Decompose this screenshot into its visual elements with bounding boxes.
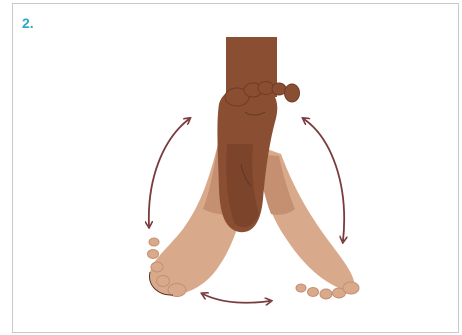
- exercise-card: 2.: [12, 3, 459, 333]
- rotation-arrow-bottom-icon: [203, 294, 270, 303]
- right-light-foot: [253, 144, 359, 299]
- foot-rotation-illustration: [13, 4, 460, 334]
- rotation-arrow-left-icon: [149, 119, 189, 226]
